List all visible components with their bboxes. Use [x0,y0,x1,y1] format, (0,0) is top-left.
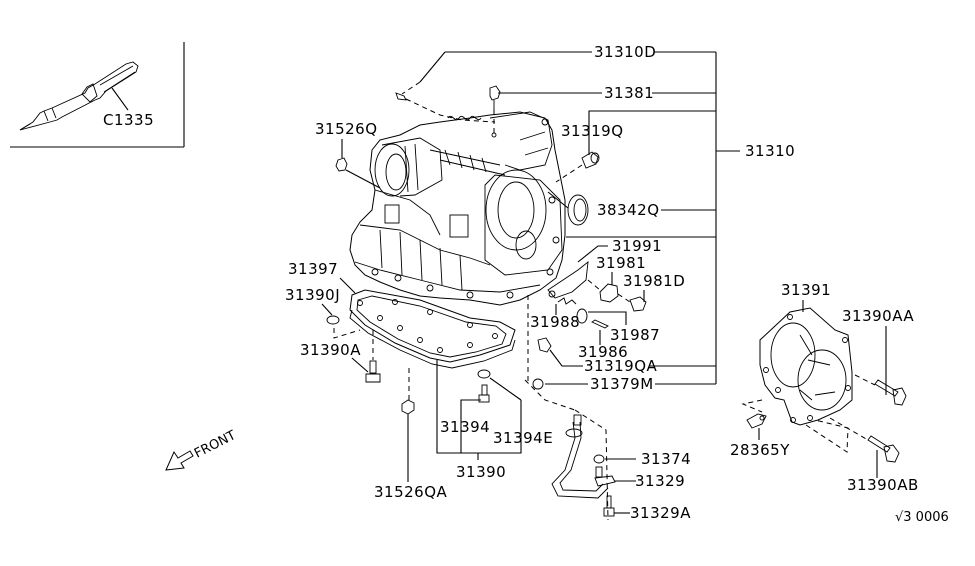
oil-tube-icon [551,414,609,499]
label-31391[interactable]: 31391 [781,281,831,299]
leader-31397 [339,277,356,294]
dashline-31981 [587,279,601,291]
bolt-31329A-icon [603,495,615,517]
dashline-oil-tube [574,409,609,521]
converter-housing-31391-icon [759,307,853,426]
label-31310[interactable]: 31310 [745,142,795,160]
washer-31394E-icon [477,369,491,379]
bracket-31329-icon [594,475,616,487]
leader-31987 [588,311,627,325]
bolt-31390A-icon [365,360,381,383]
label-31991[interactable]: 31991 [612,237,662,255]
label-28365Y[interactable]: 28365Y [730,441,790,459]
manual-lever-31991-icon [547,260,589,299]
dashline-31981D [617,293,631,303]
lever-hole-icon [548,290,556,298]
harness-wire-icon [447,115,482,121]
label-31987[interactable]: 31987 [610,326,660,344]
leader-31319Q [588,110,716,155]
detent-31981-icon [599,283,619,303]
label-31526Q[interactable]: 31526Q [315,120,378,138]
plug-31526Q-icon [335,157,348,172]
transmission-case-icon [349,111,566,306]
pin-31986-icon [591,319,609,329]
washer-31379M-icon [532,378,544,390]
dashline-28365Y [741,399,763,413]
plug-31319Q-icon [555,151,600,183]
label-31394[interactable]: 31394 [440,418,490,436]
leader-31319QA-a [549,349,583,367]
bolt-31981D-icon [629,296,647,312]
leader-31394E [489,377,522,401]
breather-31381-icon [489,85,501,138]
leader-31310D-c [419,51,446,83]
dashline-tube [524,379,576,411]
dashline-31390J [333,328,361,339]
dashline-31390AB-b [829,417,869,441]
leader-31394 [460,399,481,453]
label-31526QA[interactable]: 31526QA [374,483,448,501]
seal-31987-icon [576,308,588,324]
front-label: FRONT [192,428,238,462]
label-31981[interactable]: 31981 [596,254,646,272]
label-31329A[interactable]: 31329A [630,504,691,522]
label-31390AA[interactable]: 31390AA [842,307,914,325]
oil-pan-31397-icon [349,289,516,369]
label-31310D[interactable]: 31310D [594,43,656,61]
dashline-31390AB-a [805,419,849,453]
leader-31526Q-b [345,169,381,189]
label-31319QA[interactable]: 31319QA [584,357,658,375]
label-31988[interactable]: 31988 [530,313,580,331]
diagram-code: √3 0006 [895,510,949,525]
label-31319Q[interactable]: 31319Q [561,122,624,140]
label-31397[interactable]: 31397 [288,260,338,278]
label-31390A[interactable]: 31390A [300,341,361,359]
oil-seal-38342Q-icon [547,191,589,226]
inset-sealant: C1335 [10,42,185,148]
label-31329[interactable]: 31329 [635,472,685,490]
label-31390[interactable]: 31390 [456,463,506,481]
leader-31390A [351,357,369,373]
label-38342Q[interactable]: 38342Q [597,201,660,219]
plug-31310D-icon [395,92,407,101]
dashline-31310D [401,81,421,95]
label-31390J[interactable]: 31390J [285,286,340,304]
sealant-tube-icon [19,61,139,131]
plug-31319QA-icon [537,337,552,353]
leader-31991 [577,245,608,263]
collar-31329-icon [595,466,603,478]
bolt-31390AA-icon [874,379,907,406]
dashline-31390AA [854,374,876,386]
plug-31526QA-icon [401,399,415,415]
label-31381[interactable]: 31381 [604,84,654,102]
spring-31988-icon [557,297,577,305]
bolt-31394-icon [478,384,490,403]
label-31394E[interactable]: 31394E [493,429,553,447]
front-indicator: FRONT [165,428,238,471]
bracket-31390 [436,360,522,454]
clip-28365Y-icon [746,413,767,429]
bracket-31310: 31310 31310D 31381 31319Q 38342Q 31319QA… [419,43,795,393]
label-31390AB[interactable]: 31390AB [847,476,919,494]
label-31374[interactable]: 31374 [641,450,691,468]
label-31986[interactable]: 31986 [578,343,628,361]
leader-C1335 [111,87,129,111]
washer-31390J-icon [326,315,340,325]
label-31379M[interactable]: 31379M [590,375,654,393]
seal-31374-icon [593,454,605,464]
label-C1335[interactable]: C1335 [103,111,154,129]
bolt-31390AB-icon [867,435,900,463]
label-31981D[interactable]: 31981D [623,272,685,290]
front-arrow-icon [165,450,194,471]
leader-31390J [321,303,333,316]
harness-route [405,98,496,123]
